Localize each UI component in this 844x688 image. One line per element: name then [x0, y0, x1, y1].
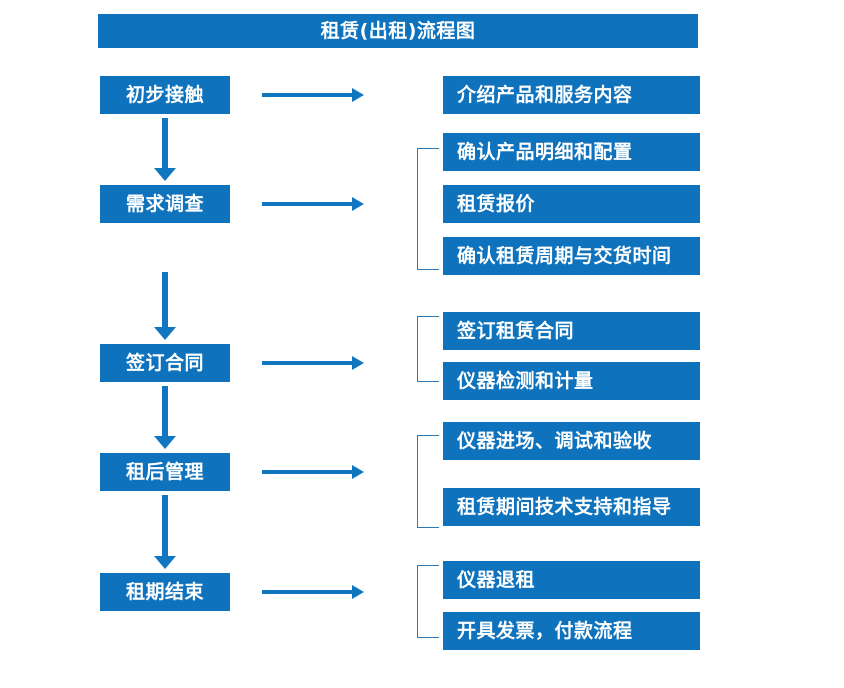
vertical-arrow-3: [154, 386, 176, 449]
bracket-group-5: [417, 565, 439, 638]
stage-box-5[interactable]: 租期结束: [100, 573, 230, 611]
horizontal-arrow-2: [262, 197, 364, 211]
horizontal-arrow-3: [262, 356, 364, 370]
detail-box-g3-1[interactable]: 签订租赁合同: [443, 312, 700, 350]
bracket-group-3: [417, 316, 439, 382]
stage-box-4[interactable]: 租后管理: [100, 453, 230, 491]
vertical-arrow-1: [154, 118, 176, 181]
bracket-group-4: [417, 435, 439, 528]
detail-box-g2-1[interactable]: 确认产品明细和配置: [443, 133, 700, 171]
detail-box-g4-1[interactable]: 仪器进场、调试和验收: [443, 422, 700, 460]
horizontal-arrow-1: [262, 88, 364, 102]
horizontal-arrow-4: [262, 465, 364, 479]
detail-box-g4-2[interactable]: 租赁期间技术支持和指导: [443, 488, 700, 526]
detail-box-g3-2[interactable]: 仪器检测和计量: [443, 362, 700, 400]
detail-box-g2-3[interactable]: 确认租赁周期与交货时间: [443, 237, 700, 275]
stage-box-3[interactable]: 签订合同: [100, 344, 230, 382]
stage-box-2[interactable]: 需求调查: [100, 185, 230, 223]
detail-box-g5-1[interactable]: 仪器退租: [443, 561, 700, 599]
vertical-arrow-4: [154, 495, 176, 569]
detail-box-g2-2[interactable]: 租赁报价: [443, 185, 700, 223]
bracket-group-2: [417, 148, 439, 270]
diagram-title: 租赁(出租)流程图: [98, 14, 698, 48]
stage-box-1[interactable]: 初步接触: [100, 76, 230, 114]
detail-box-g5-2[interactable]: 开具发票，付款流程: [443, 612, 700, 650]
vertical-arrow-2: [154, 272, 176, 340]
horizontal-arrow-5: [262, 585, 364, 599]
detail-box-g1-1[interactable]: 介绍产品和服务内容: [443, 76, 700, 114]
